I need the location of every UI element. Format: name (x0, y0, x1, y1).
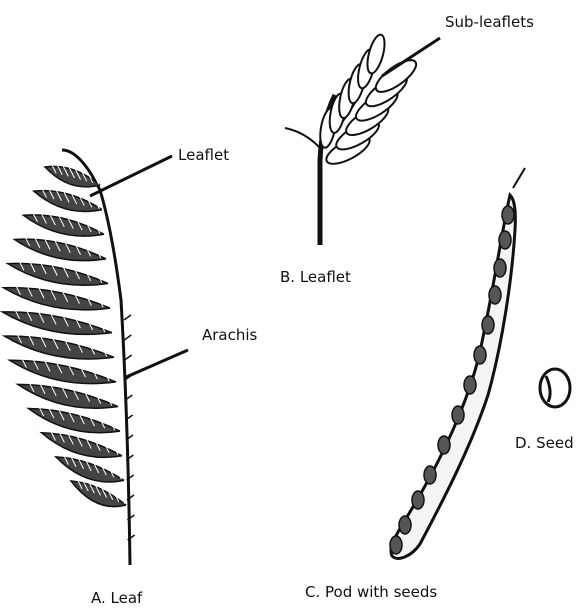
pod-seed (424, 466, 436, 484)
seed-outline (540, 369, 570, 407)
pod-seed (412, 491, 424, 509)
label-sub-leaflets: Sub-leaflets (445, 15, 534, 30)
leader-line-leaflet (90, 156, 172, 196)
leaf-pinna (4, 336, 114, 359)
caption-c-pod: C. Pod with seeds (305, 585, 437, 600)
leaf-pinna-stub (125, 355, 132, 360)
leaf-pinna (18, 384, 118, 408)
pod-outline (391, 195, 515, 558)
pod-seed (464, 376, 476, 394)
pod-seed (399, 516, 411, 534)
leader-line-arachis (124, 350, 188, 378)
caption-b-leaflet: B. Leaflet (280, 270, 351, 285)
pod-seed (390, 536, 402, 554)
label-leaflet: Leaflet (178, 148, 229, 163)
leaf-pinna (4, 288, 110, 310)
caption-d-seed: D. Seed (515, 436, 574, 451)
leaf-pinna (10, 360, 116, 383)
pod-drawing (390, 168, 525, 558)
pod-seed (499, 231, 511, 249)
pod-stalk (513, 168, 525, 188)
pod-seed (489, 286, 501, 304)
pod-seed (438, 436, 450, 454)
leaflet-branch (285, 128, 320, 148)
pod-seed (482, 316, 494, 334)
leaf-pinna (8, 263, 108, 285)
leaf-pinna (2, 312, 112, 335)
pod-seed (452, 406, 464, 424)
seed-drawing (540, 369, 570, 407)
leaf-drawing (2, 150, 134, 565)
pod-seed (474, 346, 486, 364)
leaf-pinna-stub (124, 335, 131, 340)
sub-leaflets-group (318, 33, 421, 169)
pod-seed (502, 206, 514, 224)
leaf-pinna (71, 481, 126, 507)
pod-seeds (390, 206, 514, 554)
label-arachis: Arachis (202, 328, 257, 343)
leaf-pinna-stub (124, 315, 131, 320)
caption-a-leaf: A. Leaf (91, 591, 142, 606)
pod-seed (494, 259, 506, 277)
